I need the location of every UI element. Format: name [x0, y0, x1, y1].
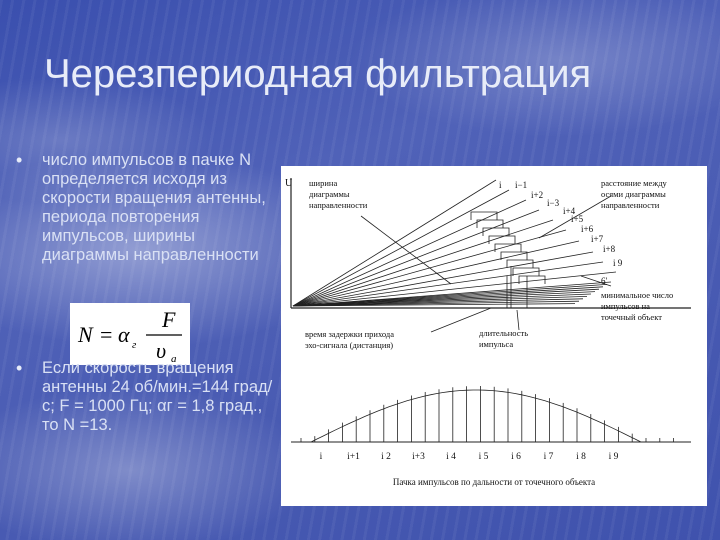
- distance-label-line: направленности: [601, 200, 660, 210]
- pulse-block: [476, 219, 504, 228]
- distance-pointer: [538, 195, 612, 239]
- formula-numerator: F: [161, 307, 176, 332]
- pulse-axis-label: i 6: [511, 452, 521, 462]
- pulse-block: [506, 259, 534, 268]
- burst-envelope: [310, 389, 642, 443]
- pulse-width-label-line: импульса: [479, 339, 513, 349]
- pulse-axis-label: i: [320, 452, 323, 462]
- pulse-block: [488, 235, 516, 244]
- bullet-text: Если скорость вращения антенны 24 об/мин…: [42, 359, 273, 434]
- u-axis-label: U: [285, 178, 293, 189]
- beam-index-label: i+2: [531, 190, 543, 200]
- beam-index-label: i+5: [571, 214, 584, 224]
- pulse-axis-label: i 9: [609, 452, 619, 462]
- distance-label-line: расстояние между: [601, 178, 668, 188]
- min-pulses-label-line: минимальное число: [601, 290, 673, 300]
- beam-line: [292, 251, 594, 307]
- beam-index-label: i+8: [603, 244, 616, 254]
- pulse-block: [470, 211, 498, 220]
- beam-line: [292, 189, 510, 307]
- delay-label-line: эхо-сигнала (дистанция): [305, 340, 393, 350]
- beam-index-label: i+7: [591, 234, 604, 244]
- width-label-line: направленности: [309, 200, 368, 210]
- beam-index-label: i−1: [515, 180, 527, 190]
- beam-index-label: 6': [601, 276, 608, 286]
- slide-title: Черезпериодная фильтрация: [44, 52, 592, 96]
- min-pointer: [580, 275, 612, 287]
- beam-index-label: i: [499, 180, 502, 190]
- bullet-item-1: • число импульсов в пачке N определяется…: [16, 151, 282, 265]
- diagram-caption: Пачка импульсов по дальности от точечног…: [393, 477, 595, 487]
- pulse-axis-label: i 8: [576, 452, 586, 462]
- bullet-item-2: • Если скорость вращения антенны 24 об/м…: [16, 359, 282, 435]
- formula-alpha: α: [118, 322, 130, 347]
- beam-index-label: i−3: [547, 198, 560, 208]
- pulse-block: [482, 227, 510, 236]
- width-pointer: [360, 215, 452, 285]
- beam-index-label: i+4: [563, 206, 576, 216]
- formula-n: N: [77, 322, 94, 347]
- pulse-axis-label: i 5: [479, 452, 489, 462]
- beam-line: [292, 240, 580, 307]
- delay-label-line: время задержки прихода: [305, 329, 394, 339]
- pulse-block: [512, 267, 540, 276]
- pulse-axis-label: i+3: [412, 452, 425, 462]
- pulse-axis-label: i+1: [347, 452, 360, 462]
- min-pulses-label-line: точечный объект: [601, 312, 662, 322]
- pulse-axis-label: i 7: [544, 452, 554, 462]
- pulse-block: [494, 243, 522, 252]
- distance-label-line: осями диаграммы: [601, 189, 666, 199]
- bullet-marker: •: [16, 150, 23, 170]
- min-pulses-label-line: импульсов на: [601, 301, 650, 311]
- pulse-axis-label: i 4: [446, 452, 456, 462]
- beam-index-label: i+6: [581, 224, 594, 234]
- bullet-marker: •: [16, 358, 23, 378]
- beam-index-label: i 9: [613, 258, 623, 268]
- formula-denominator: υ: [156, 338, 166, 363]
- bullet-text: число импульсов в пачке N определяется и…: [42, 151, 266, 264]
- width-label-line: диаграммы: [309, 189, 350, 199]
- width-label-line: ширина: [309, 178, 337, 188]
- beam-line: [292, 271, 617, 307]
- beam-line: [292, 261, 604, 307]
- pulse-width-label-line: длительность: [479, 328, 528, 338]
- pulse-axis-label: i 2: [381, 452, 391, 462]
- pulse-pointer: [516, 309, 520, 331]
- delay-pointer: [430, 307, 492, 333]
- formula-eq: =: [100, 322, 112, 347]
- formula-alpha-sub: г: [132, 339, 137, 351]
- pulse-block: [518, 275, 546, 284]
- pulse-block: [500, 251, 528, 260]
- beam-line: [292, 179, 497, 307]
- formula-den-sub: а: [171, 353, 177, 365]
- beam-line: [292, 303, 576, 307]
- formula-image: N = α г F υ а: [70, 303, 190, 365]
